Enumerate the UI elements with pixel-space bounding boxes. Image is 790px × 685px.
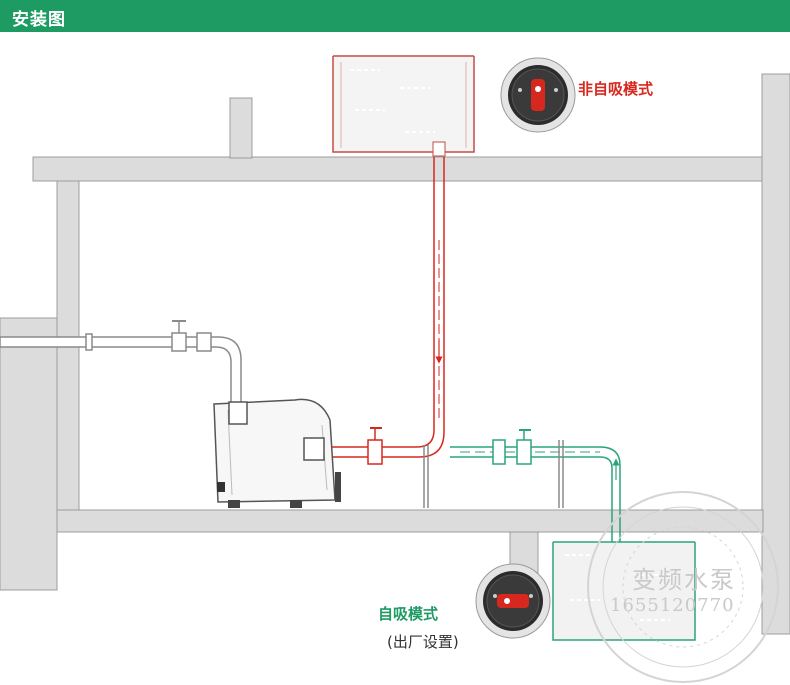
left-outer-wall — [0, 317, 58, 591]
upper-left-wall — [229, 97, 253, 159]
floor-slab — [56, 509, 764, 533]
red-pipe — [330, 157, 445, 465]
underground-water-tank — [552, 541, 696, 641]
pump-unit — [213, 398, 341, 508]
factory-setting-label: (出厂设置) — [387, 633, 459, 651]
self-priming-label: 自吸模式 — [378, 605, 439, 623]
outlet-pipe — [0, 320, 242, 406]
right-wall — [761, 73, 790, 635]
watermark-name: 变频水泵 — [632, 566, 736, 594]
non-self-priming-label: 非自吸模式 — [578, 80, 654, 98]
roof-water-tank — [332, 55, 475, 157]
watermark-code: 1655120770 — [610, 595, 735, 616]
ceiling-slab — [32, 156, 774, 182]
installation-diagram — [0, 55, 790, 683]
pipe-supports — [423, 440, 564, 508]
self-priming-knob-icon — [475, 563, 551, 639]
header-title: 安装图 — [12, 10, 66, 30]
header-bar: 安装图 — [0, 0, 790, 32]
non-self-priming-knob-icon — [500, 57, 576, 133]
watermark-seal-icon — [587, 491, 779, 683]
